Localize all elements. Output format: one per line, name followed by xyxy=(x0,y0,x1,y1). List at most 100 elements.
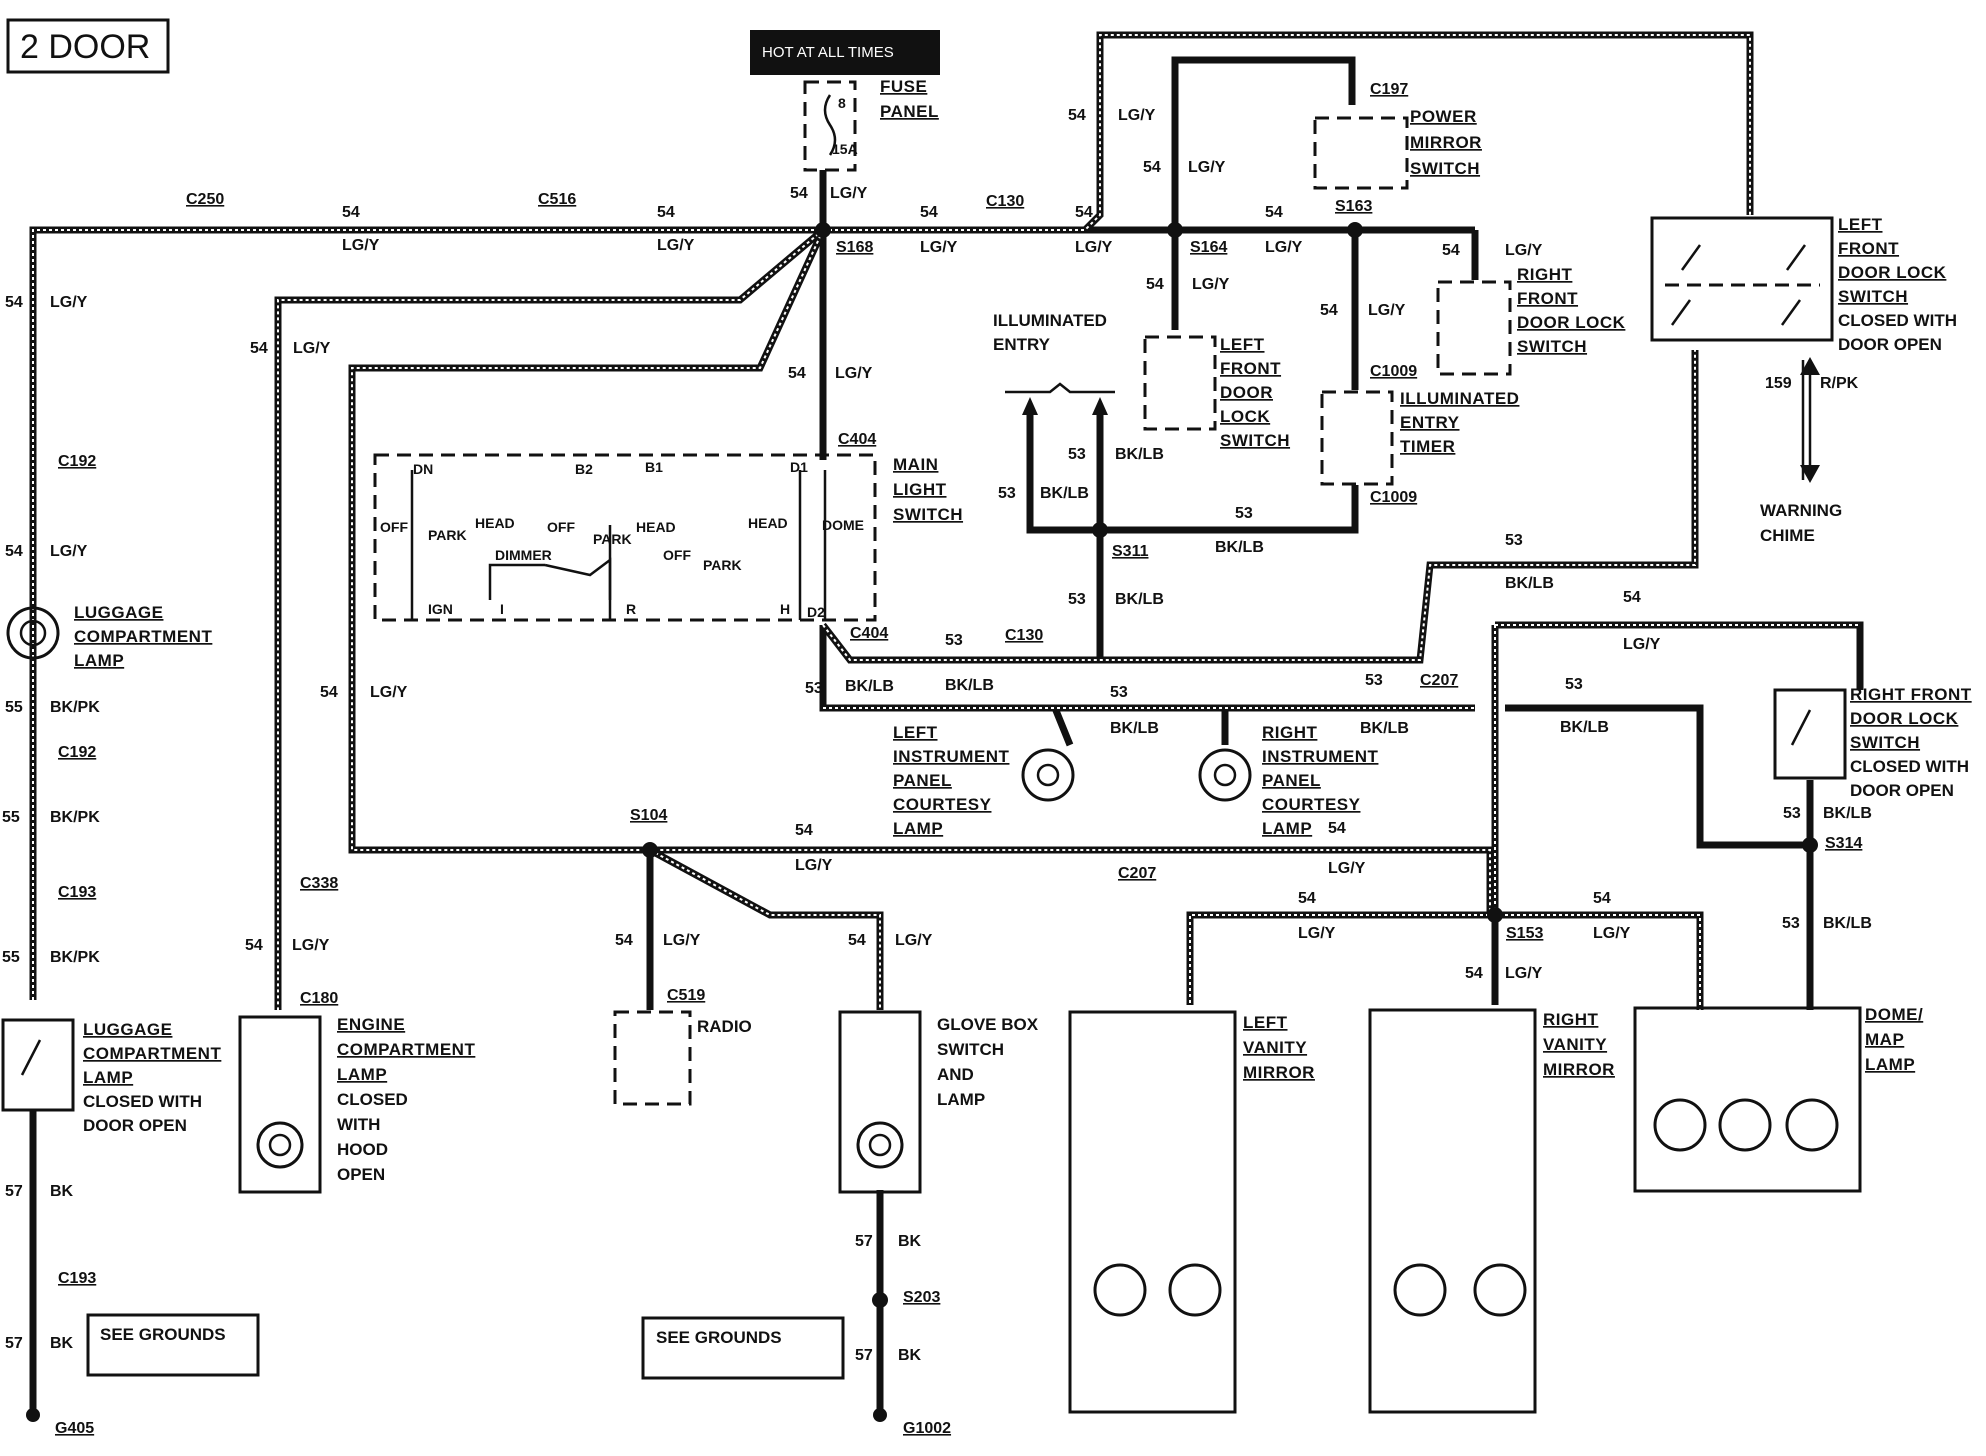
svg-text:CHIME: CHIME xyxy=(1760,526,1815,545)
svg-text:POWER: POWER xyxy=(1410,107,1477,126)
wire-color: R/PK xyxy=(1820,375,1859,392)
main-light-switch-icon xyxy=(373,453,877,622)
wire-number: 54 xyxy=(795,822,813,839)
left-front-door-lock-label: LEFT FRONT DOOR LOCK SWITCH xyxy=(1220,335,1290,450)
s168-label: S168 xyxy=(836,239,873,256)
wire-color: BK xyxy=(50,1335,74,1352)
c130-top-label: C130 xyxy=(986,193,1024,210)
wire-color: LG/Y xyxy=(50,294,88,311)
wire-number: 54 xyxy=(920,204,938,221)
wire-number: 54 xyxy=(245,937,263,954)
hot-box xyxy=(750,30,940,75)
svg-text:B1: B1 xyxy=(645,459,663,475)
wire-color: BK/LB xyxy=(1115,446,1164,463)
title-box xyxy=(6,18,170,74)
wire-number: 53 xyxy=(1782,915,1800,932)
svg-text:H: H xyxy=(780,601,790,617)
wire-number: 54 xyxy=(320,684,338,701)
svg-text:LOCK: LOCK xyxy=(1220,407,1270,426)
svg-text:MAP: MAP xyxy=(1865,1030,1904,1049)
svg-text:RIGHT FRONT: RIGHT FRONT xyxy=(1850,685,1972,704)
wire-color: LG/Y xyxy=(1265,239,1303,256)
fuse-number: 8 xyxy=(838,95,846,111)
main-switch-terminals: DN B2 B1 D1 D2 OFF OFF OFF HEAD HEAD HEA… xyxy=(380,459,864,620)
wire-color: LG/Y xyxy=(1328,860,1366,877)
wire-number: 53 xyxy=(1068,446,1086,463)
wire-color: BK xyxy=(898,1233,922,1250)
c404-bottom-label: C404 xyxy=(850,625,888,642)
main-switch-label: MAIN LIGHT SWITCH xyxy=(893,455,963,524)
wire-number: 54 xyxy=(5,543,23,560)
left-ip-lamp-icon xyxy=(1021,748,1075,802)
wire-number: 57 xyxy=(855,1347,873,1364)
wire-number: 53 xyxy=(1365,672,1383,689)
svg-text:SWITCH: SWITCH xyxy=(1838,287,1908,306)
svg-text:B2: B2 xyxy=(575,461,593,477)
wire-number: 53 xyxy=(1068,591,1086,608)
glove-box-icon xyxy=(838,1010,922,1194)
wire-number: 54 xyxy=(848,932,866,949)
wire-number: 53 xyxy=(805,680,823,697)
svg-text:COURTESY: COURTESY xyxy=(893,795,992,814)
wire-color: LG/Y xyxy=(1505,242,1543,259)
svg-text:DOOR OPEN: DOOR OPEN xyxy=(83,1116,187,1135)
wire-color: BK/LB xyxy=(1823,915,1872,932)
svg-text:MIRROR: MIRROR xyxy=(1243,1063,1315,1082)
svg-text:HOOD: HOOD xyxy=(337,1140,388,1159)
svg-text:INSTRUMENT: INSTRUMENT xyxy=(893,747,1010,766)
wire-number: 159 xyxy=(1765,375,1792,392)
power-mirror-switch-icon xyxy=(1313,116,1409,190)
wire-number: 54 xyxy=(1623,589,1641,606)
wire-number: 54 xyxy=(615,932,633,949)
svg-text:LEFT: LEFT xyxy=(1243,1013,1288,1032)
wire-number: 54 xyxy=(790,185,808,202)
title: 2 DOOR xyxy=(20,28,150,66)
see-grounds-1: SEE GROUNDS xyxy=(100,1325,226,1344)
wire-number: 54 xyxy=(1068,107,1086,124)
wire-color: LG/Y xyxy=(1505,965,1543,982)
left-vanity-label: LEFT VANITY MIRROR xyxy=(1243,1013,1315,1082)
wire-number: 54 xyxy=(1328,820,1346,837)
svg-text:LUGGAGE: LUGGAGE xyxy=(83,1020,172,1039)
wire-color: BK/LB xyxy=(1215,539,1264,556)
wire-color: BK/PK xyxy=(50,699,100,716)
wire-number: 54 xyxy=(1146,276,1164,293)
s163-label: S163 xyxy=(1335,198,1372,215)
c193-bottom-label: C193 xyxy=(58,1270,96,1287)
svg-text:MIRROR: MIRROR xyxy=(1543,1060,1615,1079)
svg-text:COMPARTMENT: COMPARTMENT xyxy=(337,1040,475,1059)
svg-text:AND: AND xyxy=(937,1065,974,1084)
svg-text:PANEL: PANEL xyxy=(893,771,952,790)
wire-color: BK xyxy=(50,1183,74,1200)
svg-text:OFF: OFF xyxy=(547,519,575,535)
right-vanity-mirror-icon xyxy=(1368,1008,1537,1414)
fuse-amperage: 15A xyxy=(832,141,858,157)
svg-text:MAIN: MAIN xyxy=(893,455,938,474)
svg-text:HEAD: HEAD xyxy=(748,515,788,531)
svg-text:LAMP: LAMP xyxy=(83,1068,133,1087)
wire-number: 54 xyxy=(1593,890,1611,907)
wire-number: 57 xyxy=(5,1183,23,1200)
fuse-panel-line1: FUSE xyxy=(880,77,927,96)
svg-text:RIGHT: RIGHT xyxy=(1543,1010,1599,1029)
wire-number: 54 xyxy=(1143,159,1161,176)
svg-text:INSTRUMENT: INSTRUMENT xyxy=(1262,747,1379,766)
illuminated-entry-timer-icon xyxy=(1320,390,1394,486)
wire-number: 57 xyxy=(855,1233,873,1250)
wire-number: 55 xyxy=(2,949,20,966)
svg-text:DOOR LOCK: DOOR LOCK xyxy=(1838,263,1947,282)
right-ip-lamp-label: RIGHT INSTRUMENT PANEL COURTESY LAMP xyxy=(1262,723,1379,838)
wire-number: 57 xyxy=(5,1335,23,1352)
warning-chime-label: WARNING CHIME xyxy=(1760,501,1842,545)
svg-text:ILLUMINATED: ILLUMINATED xyxy=(993,311,1107,330)
svg-text:VANITY: VANITY xyxy=(1543,1035,1607,1054)
s314-label: S314 xyxy=(1825,835,1862,852)
svg-text:FRONT: FRONT xyxy=(1220,359,1281,378)
right-vanity-label: RIGHT VANITY MIRROR xyxy=(1543,1010,1615,1079)
svg-text:ENTRY: ENTRY xyxy=(993,335,1051,354)
svg-text:HEAD: HEAD xyxy=(475,515,515,531)
left-vanity-mirror-icon xyxy=(1068,1010,1237,1414)
left-front-door-switch-icon xyxy=(1143,335,1217,431)
wire-color: LG/Y xyxy=(1593,925,1631,942)
svg-text:DIMMER: DIMMER xyxy=(495,547,552,563)
